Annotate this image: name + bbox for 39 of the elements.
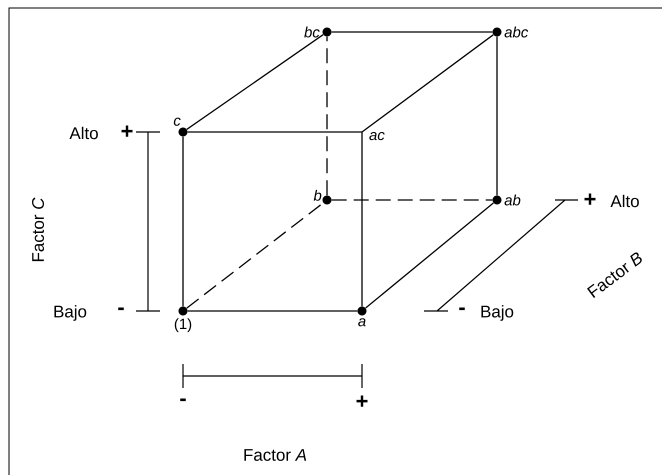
axis-title: Factor C	[32, 197, 44, 262]
sign-label: +	[584, 194, 596, 205]
vertex-label: ab	[504, 194, 520, 206]
cube-edge	[496, 36, 498, 196]
sign-label: -	[459, 308, 465, 310]
cube-edge	[365, 202, 494, 309]
vertex-dot	[322, 196, 332, 204]
level-label: Bajo	[54, 305, 86, 321]
sign-label: -	[118, 308, 124, 310]
vertex-dot	[492, 28, 502, 36]
axis-title: Factor A	[244, 449, 306, 461]
cube-edge	[188, 131, 362, 133]
cube-edge	[188, 310, 358, 312]
cube-edge	[332, 199, 492, 201]
cube-edge	[186, 34, 324, 130]
vertex-label: abc	[504, 26, 528, 38]
level-label: Bajo	[481, 305, 514, 321]
level-label: Alto	[610, 194, 639, 208]
vertex-dot	[492, 196, 502, 204]
vertex-label: b	[314, 190, 322, 201]
sign-label: +	[122, 126, 133, 137]
cube-edge	[332, 31, 492, 33]
level-label: Alto	[69, 126, 98, 140]
vertex-label: c	[174, 118, 181, 126]
vertex-dot	[322, 28, 332, 36]
vertex-dot	[358, 306, 366, 316]
vertex-dot	[178, 306, 188, 316]
cube-edge	[361, 132, 363, 306]
cube-edge	[362, 34, 494, 133]
cube-edge	[182, 136, 184, 306]
sign-label: +	[356, 396, 368, 407]
cube-edge	[186, 202, 324, 309]
vertex-label: bc	[304, 26, 320, 38]
vertex-label: (1)	[174, 318, 192, 332]
sign-label: -	[180, 398, 186, 402]
cube-edge	[326, 36, 328, 196]
vertex-label: ac	[369, 132, 385, 140]
vertex-label: a	[358, 318, 366, 326]
vertex-dot	[178, 128, 188, 136]
